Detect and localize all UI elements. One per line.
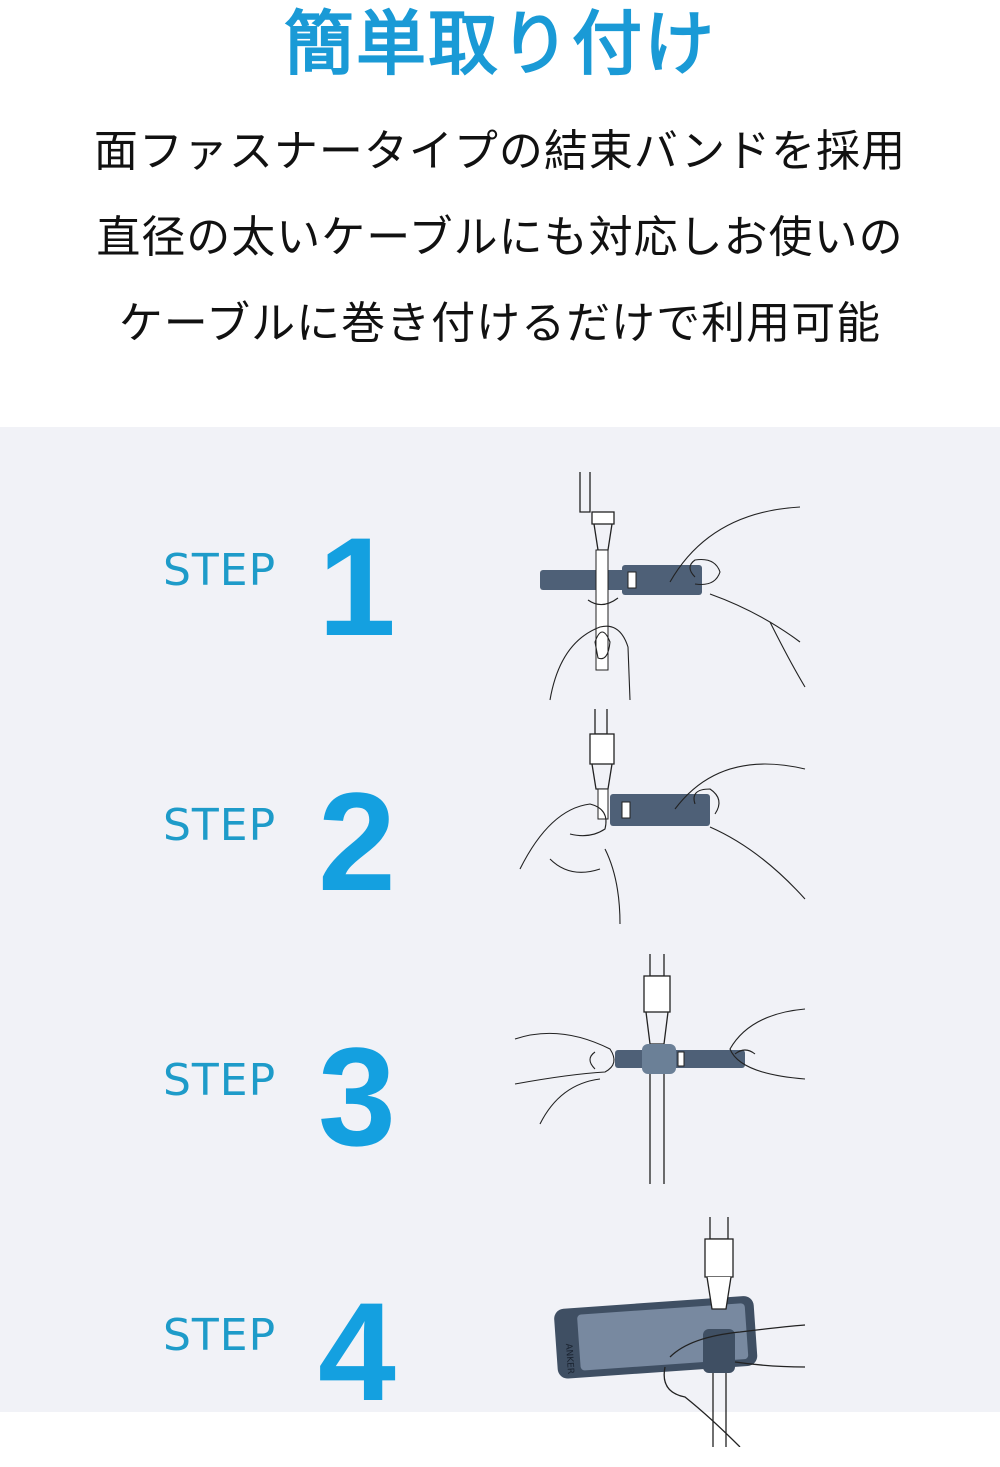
step-label: STEP — [163, 1055, 277, 1106]
pull-band-illustration-icon — [519, 709, 806, 925]
hero-section: 簡単取り付け 面ファスナータイプの結束バンドを採用 直径の太いケーブルにも対応し… — [0, 0, 1000, 427]
steps-section: STEP 1 STEP 2 — [0, 427, 1000, 1447]
wrap-band-illustration-icon — [540, 472, 806, 701]
step-label: STEP — [163, 545, 277, 596]
step-label: STEP — [163, 800, 277, 851]
attach-device-illustration-icon: ANKER — [554, 1217, 806, 1447]
fasten-band-illustration-icon — [514, 954, 806, 1184]
description-line-2: 直径の太いケーブルにも対応しお使いの — [96, 212, 904, 263]
step-2: STEP 2 — [0, 709, 1000, 957]
page-title: 簡単取り付け — [284, 3, 716, 85]
step-3: STEP 3 — [0, 954, 1000, 1212]
step-4: STEP 4 ANKER — [0, 1217, 1000, 1467]
step-number: 4 — [318, 1273, 396, 1430]
step-1: STEP 1 — [0, 472, 1000, 702]
description-line-1: 面ファスナータイプの結束バンドを採用 — [93, 126, 907, 177]
step-number: 1 — [318, 508, 396, 665]
description-line-3: ケーブルに巻き付けるだけで利用可能 — [118, 298, 882, 349]
step-number: 3 — [318, 1018, 396, 1175]
brand-mark: ANKER — [563, 1343, 575, 1374]
step-number: 2 — [318, 763, 396, 920]
step-label: STEP — [163, 1310, 277, 1361]
